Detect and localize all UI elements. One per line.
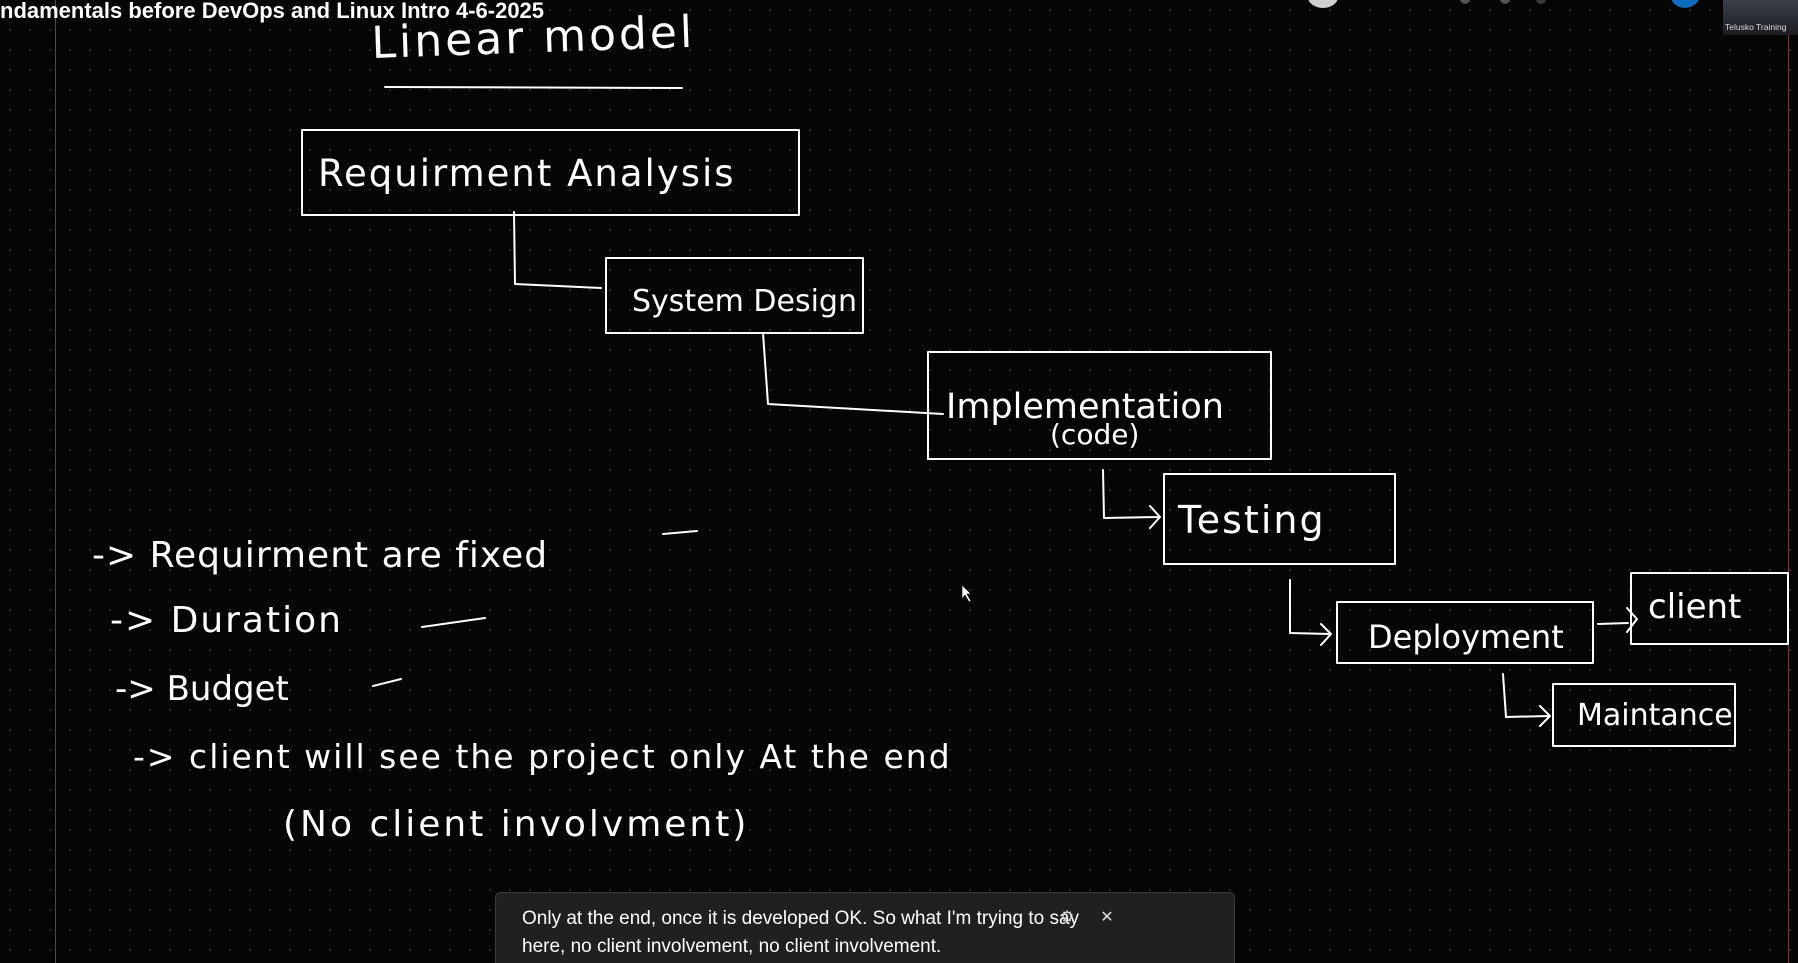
live-caption-panel: Only at the end, once it is developed OK… (495, 892, 1235, 963)
toolbar-dot-icon-3[interactable] (1536, 0, 1546, 4)
note-duration: -> Duration (110, 600, 343, 641)
connector-test-deploy (1289, 579, 1332, 646)
close-icon[interactable]: ✕ (1100, 907, 1114, 926)
note-requirement-fixed: -> Requirment are fixed (92, 535, 548, 576)
box-maintenance (1552, 683, 1736, 747)
toolbar-blue-icon[interactable] (1670, 0, 1700, 8)
note-budget: -> Budget (115, 669, 289, 709)
meeting-title: ndamentals before DevOps and Linux Intro… (0, 0, 545, 23)
box-design (605, 257, 864, 334)
note-dash-3 (372, 678, 402, 687)
phase-implementation: Implementation (946, 387, 1224, 427)
participant-name-label: Telusko Training (1725, 22, 1787, 32)
board-right-edge (1788, 0, 1789, 963)
box-implementation (927, 351, 1272, 460)
phase-requirement-analysis: Requirment Analysis (318, 152, 736, 195)
toolbar-dot-icon-2[interactable] (1500, 0, 1510, 4)
heading-linear-model: Linear model (371, 7, 696, 69)
phase-maintenance: Maintance (1577, 698, 1733, 733)
connector-deploy-maint (1502, 673, 1551, 727)
note-no-client-involvement: (No client involvment) (283, 804, 749, 845)
box-deployment (1336, 601, 1594, 664)
note-dash-2 (421, 617, 486, 628)
phase-system-design: System Design (632, 284, 857, 319)
box-requirement (301, 129, 800, 216)
connector-deploy-client (1597, 607, 1638, 633)
heading-underline (384, 86, 683, 89)
note-dash-1 (662, 530, 698, 535)
phase-deployment: Deployment (1368, 618, 1564, 656)
board-margin-line (55, 0, 56, 963)
phase-client: client (1648, 587, 1741, 627)
toolbar-dot-icon[interactable] (1460, 0, 1470, 4)
connector-impl-test (1102, 469, 1161, 529)
participant-video-tile[interactable]: Telusko Training (1723, 0, 1798, 35)
cursor-icon (961, 584, 972, 603)
connector-design-impl (762, 332, 944, 415)
box-client (1630, 572, 1789, 645)
gear-icon[interactable]: ⚙ (1059, 907, 1075, 926)
live-caption-text: Only at the end, once it is developed OK… (522, 908, 1080, 957)
toolbar-circle-icon[interactable] (1308, 0, 1338, 8)
connector-req-design (513, 211, 602, 289)
box-testing (1163, 473, 1396, 565)
phase-testing: Testing (1177, 498, 1326, 542)
note-client-see-end: -> client will see the project only At t… (133, 737, 952, 776)
phase-implementation-code: (code) (1050, 418, 1139, 451)
